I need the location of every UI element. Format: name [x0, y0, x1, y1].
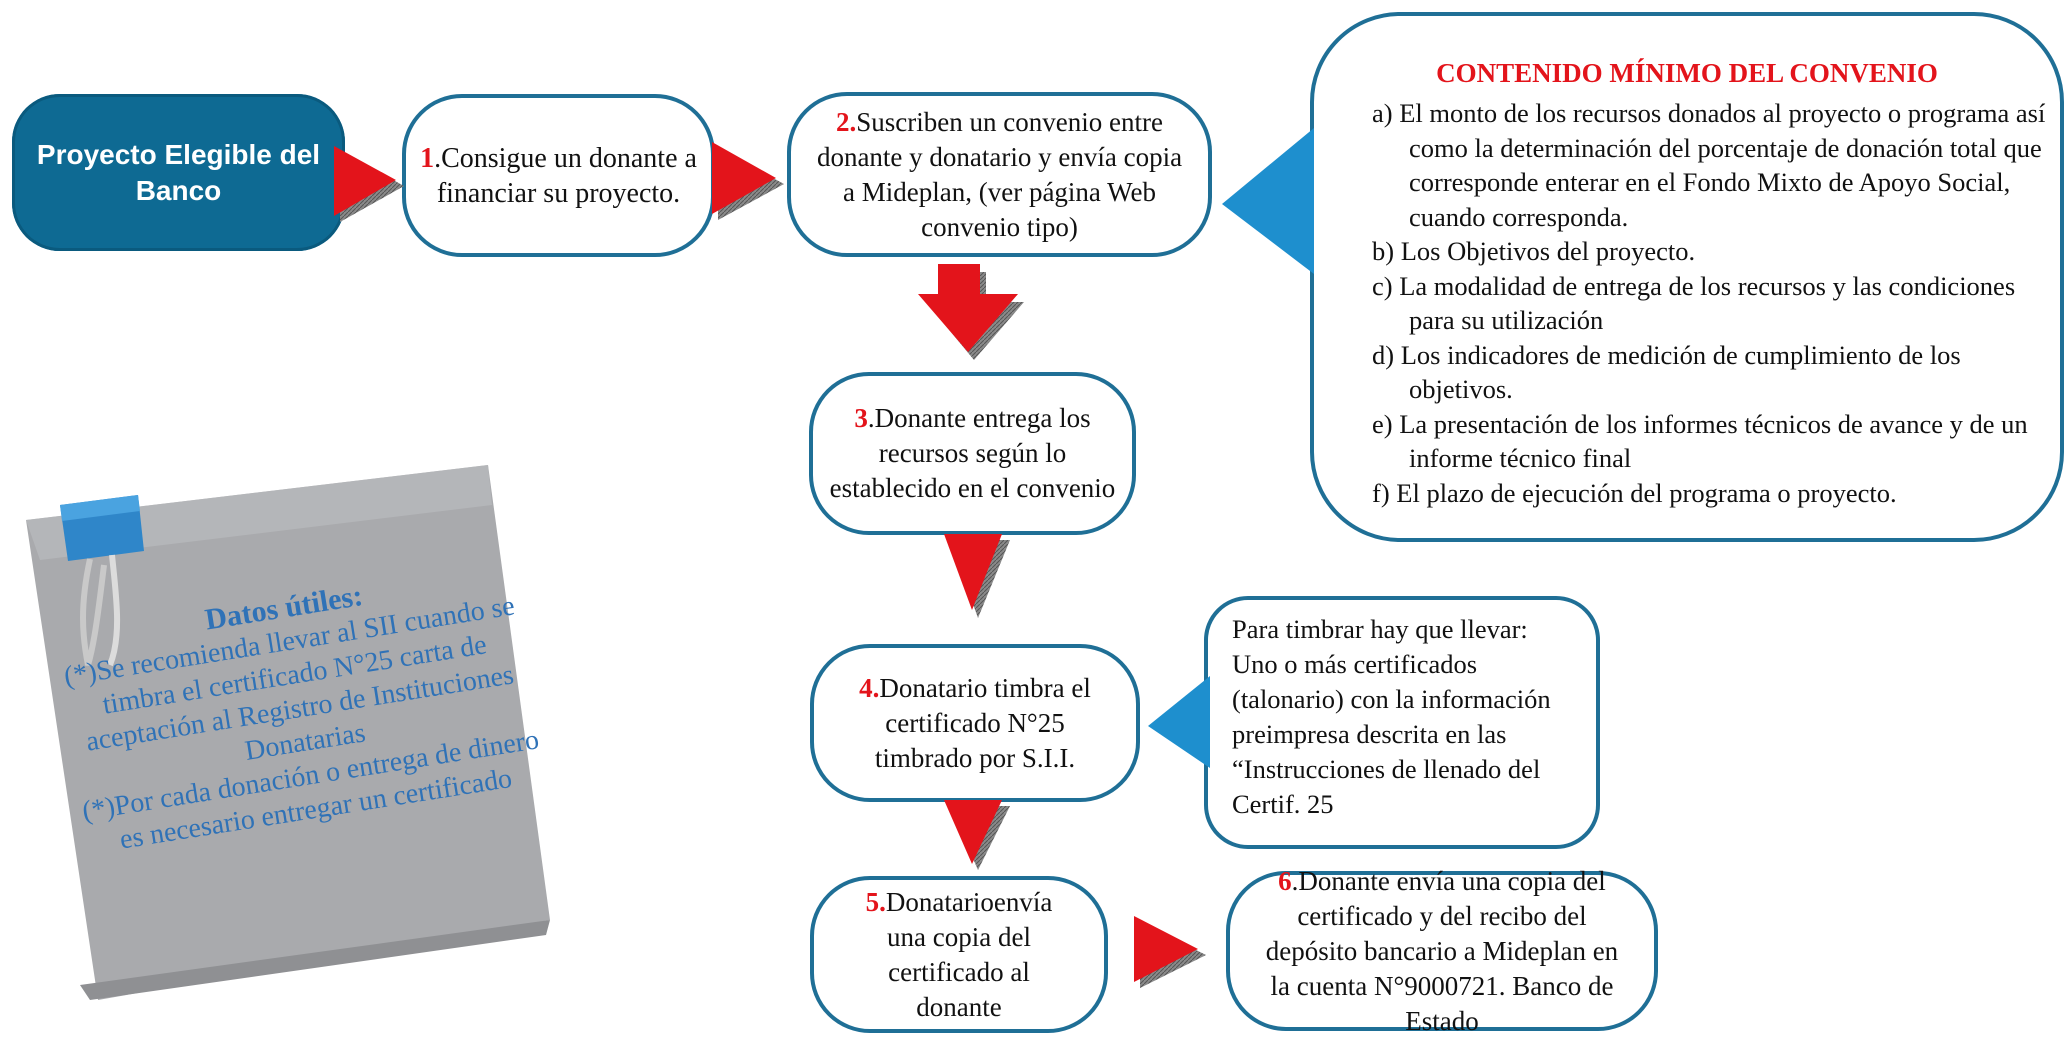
step-3-box: 3.Donante entrega los recursos según lo … — [809, 372, 1136, 535]
step-5-number: 5. — [865, 886, 886, 917]
step-4-label: Donatario timbra el certificado N°25 tim… — [874, 672, 1091, 773]
arrow-start-to-step1 — [334, 146, 404, 222]
arrow-step2-to-step3 — [918, 264, 1024, 360]
binder-clip-icon — [60, 495, 144, 667]
contenido-title: CONTENIDO MÍNIMO DEL CONVENIO — [1436, 58, 1938, 88]
step-6-text: 6.Donante envía una copia del certificad… — [1260, 864, 1624, 1039]
step-3-number: 3 — [854, 403, 868, 433]
contenido-item-e: e) La presentación de los informes técni… — [1372, 408, 2028, 474]
step-1-label: .Consigue un donante a financiar su proy… — [434, 142, 697, 209]
step-2-label: Suscriben un convenio entre donante y do… — [816, 106, 1183, 242]
step-1-text: 1.Consigue un donante a financiar su pro… — [406, 141, 711, 211]
step-2-text: 2.Suscriben un convenio entre donante y … — [813, 105, 1186, 245]
step-6-number: 6 — [1278, 865, 1292, 896]
step-4-text: 4.Donatario timbra el certificado N°25 t… — [848, 671, 1102, 776]
arrow-step3-to-step4 — [944, 534, 1010, 618]
step-2-number: 2. — [836, 106, 857, 137]
timbrar-callout: Para timbrar hay que llevar: Uno o más c… — [1204, 596, 1600, 849]
contenido-callout: CONTENIDO MÍNIMO DEL CONVENIO a) El mont… — [1310, 12, 2064, 542]
contenido-item-f: f) El plazo de ejecución del programa o … — [1372, 477, 1897, 508]
contenido-item-c: c) La modalidad de entrega de los recurs… — [1372, 270, 2016, 336]
step-6-label: .Donante envía una copia del certificado… — [1265, 865, 1619, 1036]
start-label: Proyecto Elegible del Banco — [36, 138, 321, 206]
step-4-box: 4.Donatario timbra el certificado N°25 t… — [810, 644, 1140, 802]
step-3-text: 3.Donante entrega los recursos según lo … — [823, 401, 1122, 506]
contenido-item-d: d) Los indicadores de medición de cumpli… — [1372, 339, 1961, 405]
arrow-step5-to-step6 — [1134, 916, 1206, 988]
step-5-label: Donatarioenvía una copia del certificado… — [885, 886, 1053, 1022]
arrow-step4-to-step5 — [944, 800, 1010, 870]
contenido-item-b: b) Los Objetivos del proyecto. — [1372, 236, 1696, 266]
step-4-number: 4. — [859, 672, 880, 703]
contenido-list: a) El monto de los recursos donados al p… — [1372, 96, 2062, 510]
contenido-pointer — [1222, 128, 1314, 274]
step-6-box: 6.Donante envía una copia del certificad… — [1226, 866, 1658, 1036]
step-2-box: 2.Suscriben un convenio entre donante y … — [787, 92, 1212, 257]
timbrar-text: Para timbrar hay que llevar: Uno o más c… — [1232, 614, 1551, 819]
step-3-label: .Donante entrega los recursos según lo e… — [829, 403, 1116, 503]
arrow-step1-to-step2 — [712, 142, 784, 220]
start-node: Proyecto Elegible del Banco — [12, 94, 345, 251]
timbrar-pointer — [1148, 676, 1210, 768]
step-1-number: 1 — [420, 142, 435, 174]
step-5-text: 5.Donatarioenvía una copia del certifica… — [854, 885, 1064, 1025]
sticky-note — [26, 465, 550, 1000]
step-5-box: 5.Donatarioenvía una copia del certifica… — [810, 876, 1108, 1033]
contenido-item-a: a) El monto de los recursos donados al p… — [1372, 98, 2046, 232]
